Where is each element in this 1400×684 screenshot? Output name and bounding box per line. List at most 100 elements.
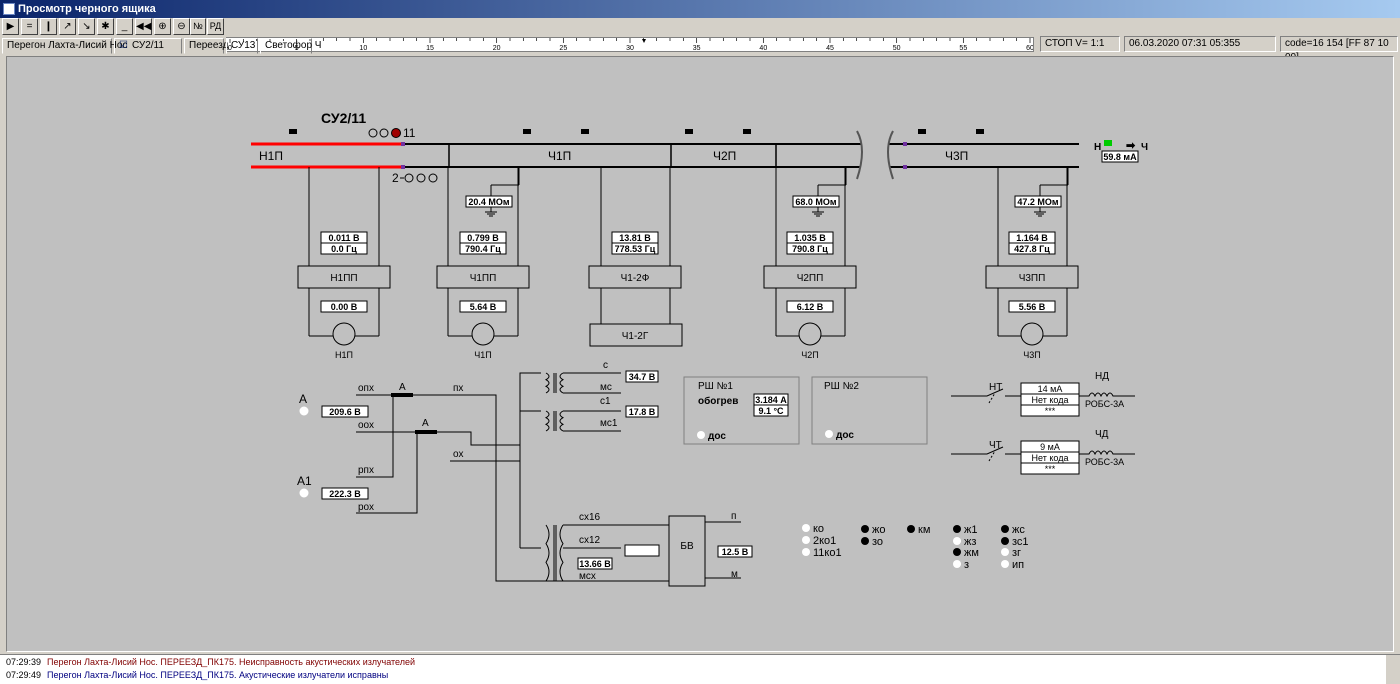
log-row[interactable]: 07:29:39 Перегон Лахта-Лисий Нос. ПЕРЕЕЗД… [6,657,415,667]
timeline-tick: 20 [493,45,501,51]
signal-bottom-icon [400,173,438,183]
wire-label: рох [358,502,374,513]
pause-icon[interactable]: ❙ [40,18,57,35]
track-relay-label: Ч2П [801,350,818,360]
zoom-out-icon[interactable]: ⊖ [173,18,190,35]
relay-label: Н1ПП [330,273,357,284]
green-indicator [1104,140,1112,146]
relay-coil-icon [332,322,356,346]
tab-check-icon[interactable]: ☑ [119,40,128,51]
coil-value-2: 17.8 В [629,407,656,417]
bv-name: БВ [680,541,694,552]
log-scrollbar[interactable] [1386,655,1400,684]
indicator-label: жз [964,536,976,548]
indicator-lamp-icon [861,537,869,545]
timeline-tick: 45 [826,45,834,51]
bv-label-m: м [731,569,738,580]
coil-label-c: с [603,360,608,371]
wire-label: оох [358,420,374,431]
contact-a2-icon [415,430,437,434]
tab-2[interactable]: Переезд [184,38,228,54]
tab-4[interactable]: Светофор Ч [260,38,321,54]
indicator-lamp-icon [861,525,869,533]
rewind-icon[interactable]: ◀◀ [135,18,152,35]
timeline-tick: 35 [693,45,701,51]
indicator-11: зс1 [1001,536,1029,548]
blank-value [624,544,660,557]
rd-button[interactable]: РД [207,18,224,35]
insulation-value: 47.2 МОм [1017,197,1059,207]
section-label-ch1p: Ч1П [548,149,571,163]
generator-label: Ч1-2Г [622,331,649,342]
indicator-label: з [964,559,969,571]
rsh2-dos: дос [836,430,854,441]
indicator-7: жз [953,536,976,548]
coil-label-c1: с1 [600,396,611,407]
section-label-n1p: Н1П [259,149,283,163]
arrow-up-right-icon[interactable]: ↗ [59,18,76,35]
log-time: 07:29:49 [6,670,42,680]
indicator-lamp-icon [953,548,961,556]
indicator-3: жо [861,524,885,536]
tab-0[interactable]: Перегон Лахта-Лисий Нос [2,38,127,54]
meter-voltage: 1.164 В [1016,233,1048,243]
minus-icon[interactable]: _ [116,18,133,35]
indicator-4: зо [861,536,883,548]
transformer-0 [544,372,621,394]
signal-top-icon [368,128,401,138]
indicator-13: ип [1001,559,1024,571]
switch-title: СУ2/11 [321,110,366,126]
insulation-meter: 47.2 МОм [1014,167,1069,217]
code-device: ЧД [1095,429,1109,440]
indicator-10: жс [1001,524,1025,536]
contact-a2-label: А [422,418,429,429]
timeline-tick: 50 [893,45,901,51]
indicator-lamp-icon [802,548,810,556]
log-message: Перегон Лахта-Лисий Нос. ПЕРЕЕЗД_ПК175. … [47,657,416,667]
tab-3[interactable]: СУ13 [226,38,258,54]
bv-label-cx16: сх16 [579,512,601,523]
indicator-label: ко [813,523,824,535]
bv-label-cx12: сх12 [579,535,601,546]
relay-coil-icon [471,322,495,346]
indicator-label: 11ко1 [813,547,842,559]
track-relay-label: Ч1П [474,350,491,360]
title-bar: Просмотр черного ящика [0,0,1400,18]
timeline-cursor [642,39,646,43]
log-time: 07:29:39 [6,657,42,667]
app-icon [3,3,15,15]
bv-label-mcx: мсх [579,571,596,582]
indicator-0: ко [802,523,824,535]
rsh1-heating: обогрев [698,395,738,407]
number-button[interactable]: № [190,18,206,35]
code-status: code=16 154 [FF 87 10 00] [1280,36,1398,63]
indicator-lamp-icon [802,536,810,544]
zoom-in-icon[interactable]: ⊕ [154,18,171,35]
indicator-lamp-icon [802,524,810,532]
current-value: 59.8 мА [1103,152,1137,162]
rsh1-temp: 9.1 °C [758,406,784,416]
arrow-down-right-icon[interactable]: ↘ [78,18,95,35]
tab-1[interactable]: ☑СУ2/11 [114,38,182,54]
timeline-tick: 60 [1026,45,1033,51]
play-icon[interactable]: ▶ [2,18,19,35]
stop-icon[interactable]: = [21,18,38,35]
meter-voltage: 0.011 В [328,233,360,243]
track-relay-label: Н1П [335,350,353,360]
relay-voltage: 6.12 В [797,302,824,312]
star-icon[interactable]: ✱ [97,18,114,35]
tab-label: Переезд [189,40,229,51]
code-name: ЧТ [989,440,1002,451]
generator: Ч1-2Г [589,288,683,347]
